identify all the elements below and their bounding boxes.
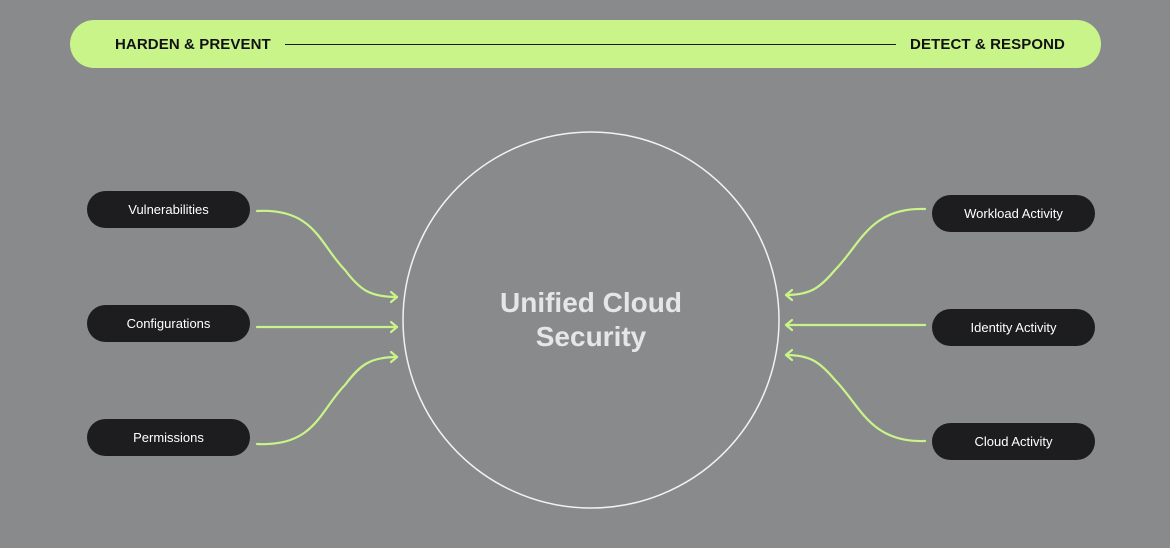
- detect-respond-label: DETECT & RESPOND: [910, 35, 1065, 53]
- center-title-line1: Unified Cloud: [500, 287, 682, 318]
- banner-divider-line: [284, 43, 897, 45]
- connector-workload-activity: [784, 207, 927, 297]
- pill-permissions: Permissions: [87, 419, 250, 456]
- arrowhead-cloud-activity: [784, 348, 794, 362]
- arrowhead-configurations: [389, 320, 399, 334]
- pill-identity-activity: Identity Activity: [932, 309, 1095, 346]
- arrowhead-identity-activity: [784, 318, 794, 332]
- center-title-line2: Security: [535, 321, 647, 352]
- top-banner: HARDEN & PREVENT DETECT & RESPOND: [70, 20, 1101, 68]
- pill-configurations: Configurations: [87, 305, 250, 342]
- pill-workload-activity: Workload Activity: [932, 195, 1095, 232]
- arrowhead-vulnerabilities: [389, 290, 399, 304]
- connector-vulnerabilities: [255, 209, 399, 299]
- connector-cloud-activity: [784, 353, 927, 443]
- pill-vulnerabilities: Vulnerabilities: [87, 191, 250, 228]
- arrowhead-permissions: [389, 350, 399, 364]
- pill-cloud-activity: Cloud Activity: [932, 423, 1095, 460]
- connector-permissions: [255, 355, 399, 446]
- center-title: Unified Cloud Security: [420, 286, 762, 354]
- center-circle: [402, 131, 780, 509]
- harden-prevent-label: HARDEN & PREVENT: [115, 35, 271, 53]
- arrowhead-workload-activity: [784, 288, 794, 302]
